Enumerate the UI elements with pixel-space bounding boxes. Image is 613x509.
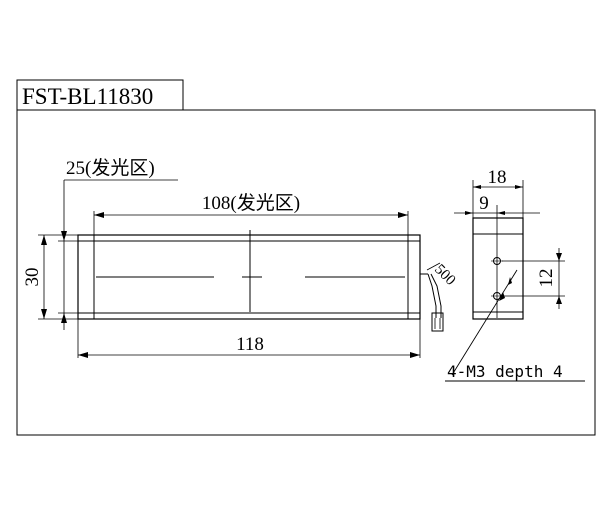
dim-emitting-height-label: 25(发光区) <box>66 157 155 179</box>
model-title: FST-BL11830 <box>22 84 153 109</box>
dim-width-label: 18 <box>488 167 507 188</box>
dim-height-label: 30 <box>22 268 43 287</box>
cable <box>420 273 444 332</box>
cable-connector <box>431 312 444 332</box>
dim-emitting-length: 108(发光区) <box>93 192 409 241</box>
dim-emitting-height: 25(发光区) <box>58 157 178 330</box>
dim-total-length: 118 <box>77 319 421 358</box>
dim-width: 18 <box>472 167 524 218</box>
side-view: 18 9 12 4-M3 depth 4 <box>445 167 585 382</box>
mounting-note: 4-M3 depth 4 <box>447 362 563 381</box>
dim-emitting-length-label: 108(发光区) <box>202 192 300 214</box>
dim-height: 30 <box>22 234 78 320</box>
side-body-outline <box>472 217 524 320</box>
dim-half-width: 9 <box>454 193 540 215</box>
emitting-area <box>93 240 409 314</box>
dim-hole-pitch: 12 <box>502 248 565 309</box>
front-view: 500 108(发光区) 118 30 <box>22 157 458 358</box>
dim-half-width-label: 9 <box>479 193 489 214</box>
dim-hole-pitch-label: 12 <box>536 269 557 288</box>
title-block: FST-BL11830 <box>16 79 184 110</box>
dim-total-length-label: 118 <box>236 334 264 355</box>
light-body-outline <box>77 234 421 320</box>
mounting-note-leader: 4-M3 depth 4 <box>445 269 585 382</box>
drawing-frame <box>16 109 596 436</box>
